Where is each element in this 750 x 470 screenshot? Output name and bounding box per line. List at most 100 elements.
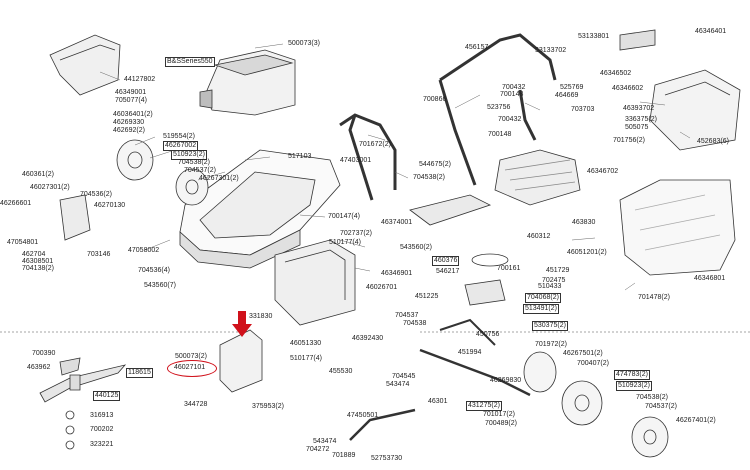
part-label: 47403001	[340, 157, 372, 164]
part-label: 46346502	[600, 70, 632, 77]
part-label: 44127802	[124, 76, 156, 83]
part-label: 546217	[436, 268, 460, 275]
part-label: 53133702	[535, 47, 567, 54]
part-label: 431275(2)	[466, 401, 502, 411]
part-label: 510433	[538, 283, 562, 290]
part-label: 701889	[332, 452, 356, 459]
mulch-plug-illustration	[219, 329, 263, 393]
part-label: 52753730	[371, 455, 403, 462]
part-label: 543474	[313, 438, 337, 445]
rear-axle-illustration	[349, 318, 531, 441]
highlight-ellipse	[167, 360, 217, 377]
part-label: 704538(2)	[178, 159, 210, 166]
part-label: 704536(4)	[138, 267, 170, 274]
grass-catcher-illustration	[619, 69, 741, 276]
part-label: 700432	[498, 116, 522, 123]
part-label: 451994	[458, 349, 482, 356]
part-label: 500073(3)	[288, 40, 320, 47]
part-label: 510923(2)	[616, 381, 652, 391]
part-label: 46267301(2)	[199, 175, 239, 182]
part-label: 704538(2)	[413, 174, 445, 181]
part-label: 46346401	[695, 28, 727, 35]
part-label: 460312	[527, 233, 551, 240]
part-label: 700148	[488, 131, 512, 138]
part-label: 46392430	[352, 335, 384, 342]
rear-handle-illustration	[438, 33, 557, 186]
part-label: 451729	[546, 267, 570, 274]
part-label: 46346901	[381, 270, 413, 277]
part-label: 700161	[497, 265, 521, 272]
part-label: 46051330	[290, 340, 322, 347]
part-label: 525769	[560, 84, 584, 91]
part-label: 700489(2)	[485, 420, 517, 427]
engine-cover-illustration	[49, 34, 121, 96]
part-label: 331830	[249, 313, 273, 320]
part-label: 701017(2)	[483, 411, 515, 418]
part-label: 700432	[502, 84, 526, 91]
part-label: 700148	[500, 91, 524, 98]
part-label: 701672(2)	[359, 141, 391, 148]
part-label: 118615	[126, 368, 153, 378]
part-label: 451225	[415, 293, 439, 300]
part-label: 700407(2)	[577, 360, 609, 367]
front-handle-illustration	[339, 113, 397, 201]
part-label: 455530	[329, 368, 353, 375]
part-label: 462692(2)	[113, 127, 145, 134]
part-label: 46346702	[587, 168, 619, 175]
part-label: 500073(2)	[175, 353, 207, 360]
part-label: 46301	[428, 398, 448, 405]
part-label: 46051201(2)	[567, 249, 607, 256]
part-label: 704068(2)	[525, 293, 561, 303]
part-label: 544675(2)	[419, 161, 451, 168]
part-label: 46269330	[113, 119, 145, 126]
part-label: 704536(2)	[80, 191, 112, 198]
rear-panel-illustration	[494, 149, 581, 206]
part-label: 510923(2)	[171, 150, 207, 160]
part-label: 700390	[32, 350, 56, 357]
part-label: 452683(6)	[697, 138, 729, 145]
part-label: 53133801	[578, 33, 610, 40]
part-label: 456157	[465, 44, 489, 51]
part-label: 450756	[476, 331, 500, 338]
part-label: 46027301(2)	[30, 184, 70, 191]
part-label: 510177(4)	[290, 355, 322, 362]
part-label: 46374001	[381, 219, 413, 226]
part-label: 704538(2)	[636, 394, 668, 401]
part-label: 46267501(2)	[563, 350, 603, 357]
part-label: 46393702	[623, 105, 655, 112]
part-label: 700866	[423, 96, 447, 103]
part-label: 704537(2)	[645, 403, 677, 410]
part-label: 701756(2)	[613, 137, 645, 144]
engine-series-badge: B&SSeries550	[165, 57, 215, 67]
part-label: 704138(2)	[22, 265, 54, 272]
part-label: 462704	[22, 251, 46, 258]
part-label: 46270130	[94, 202, 126, 209]
part-label: 46267401(2)	[676, 417, 716, 424]
part-label: 700147(4)	[328, 213, 360, 220]
red-pointer-arrow-icon	[232, 311, 252, 337]
part-label: 510177(4)	[329, 239, 361, 246]
part-label: 464669	[555, 92, 579, 99]
part-label: 46036401(2)	[113, 111, 153, 118]
part-label: 460376	[432, 256, 460, 266]
part-label: 523756	[487, 104, 511, 111]
part-label: 704538	[403, 320, 427, 327]
discharge-chute-illustration	[274, 239, 356, 326]
part-label: 702737(2)	[340, 230, 372, 237]
part-label: 703146	[87, 251, 111, 258]
part-label: 375953(2)	[252, 403, 284, 410]
part-label: 505075	[625, 124, 649, 131]
part-label: 46346801	[694, 275, 726, 282]
part-label: 703703	[571, 106, 595, 113]
part-label: 463830	[572, 219, 596, 226]
part-label: 543474	[386, 381, 410, 388]
part-label: 46308501	[22, 258, 54, 265]
part-label: 47058002	[128, 247, 160, 254]
part-label: 336375(2)	[625, 116, 657, 123]
part-label: 316913	[90, 412, 114, 419]
part-label: 543560(7)	[144, 282, 176, 289]
part-label: 344728	[184, 401, 208, 408]
part-label: 47054801	[7, 239, 39, 246]
part-label: 46349001	[115, 89, 147, 96]
mower-deck-illustration	[179, 149, 341, 269]
